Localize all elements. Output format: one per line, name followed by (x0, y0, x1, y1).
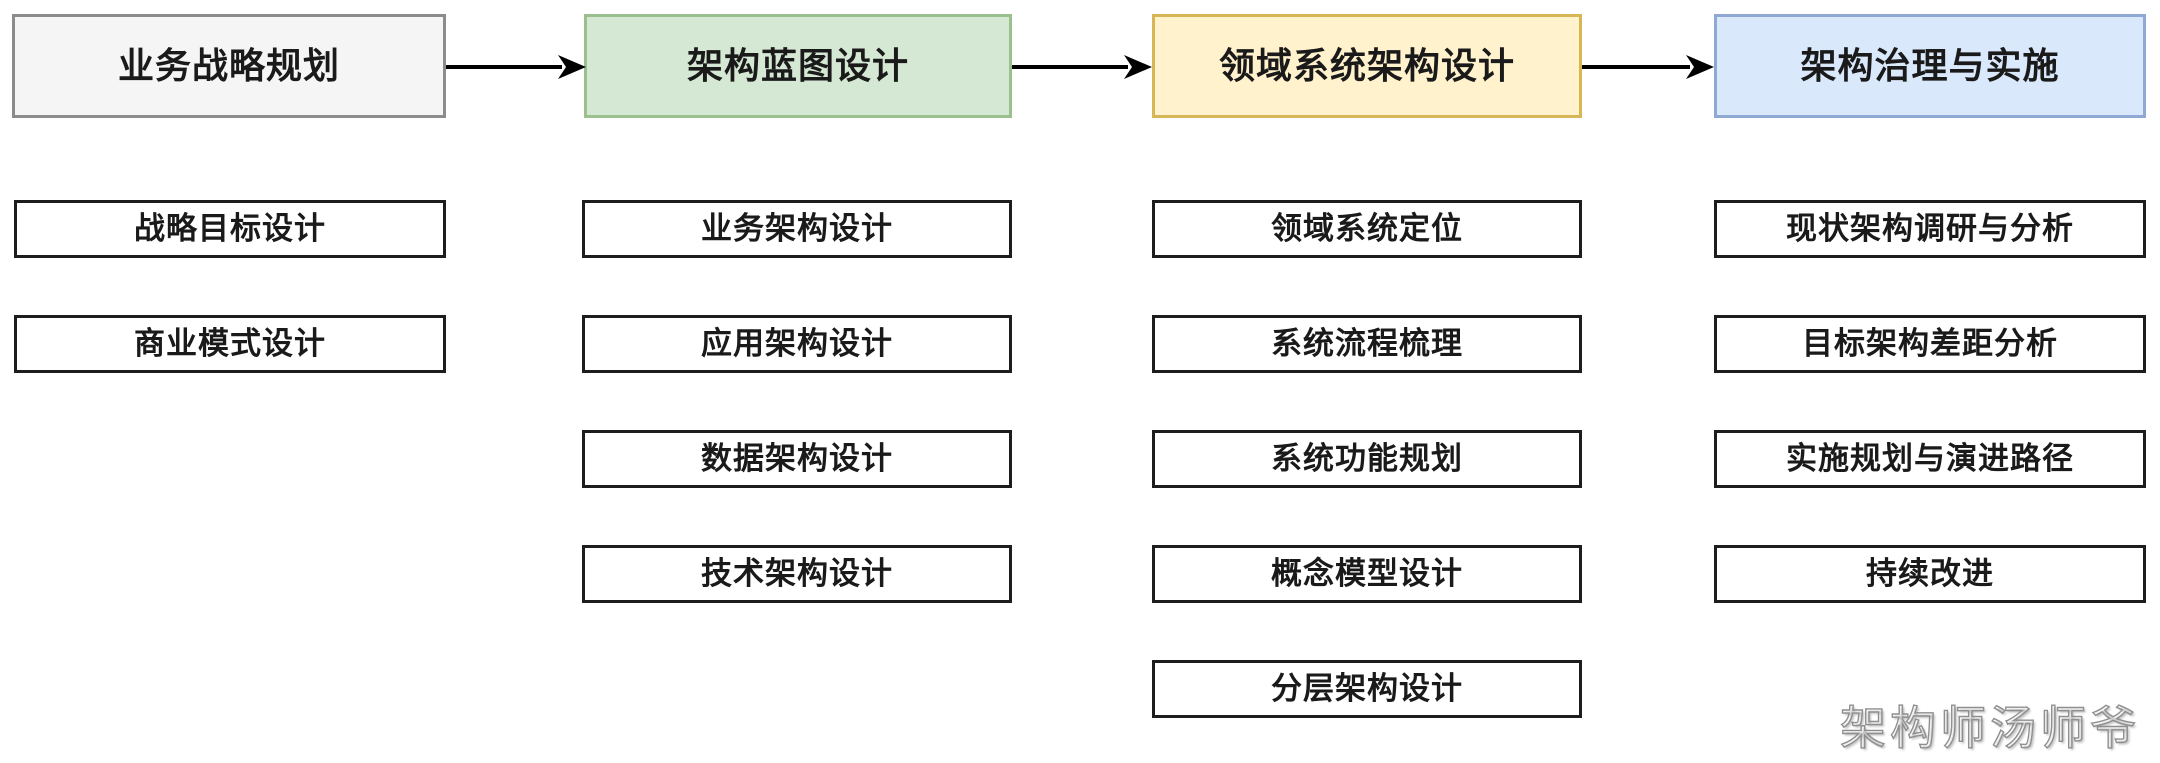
task-label: 概念模型设计 (1271, 556, 1463, 592)
task-box[interactable]: 实施规划与演进路径 (1714, 430, 2146, 488)
connector-arrow-3 (1582, 55, 1714, 79)
phase-header-domain-system-architecture[interactable]: 领域系统架构设计 (1152, 14, 1582, 118)
task-box[interactable]: 战略目标设计 (14, 200, 446, 258)
phase-header-architecture-governance[interactable]: 架构治理与实施 (1714, 14, 2146, 118)
connector-arrow-1 (446, 55, 586, 79)
task-box[interactable]: 持续改进 (1714, 545, 2146, 603)
task-box[interactable]: 数据架构设计 (582, 430, 1012, 488)
task-box[interactable]: 业务架构设计 (582, 200, 1012, 258)
task-label: 持续改进 (1866, 556, 1994, 592)
task-label: 实施规划与演进路径 (1786, 441, 2074, 477)
phase-header-label: 领域系统架构设计 (1218, 45, 1515, 87)
task-box[interactable]: 商业模式设计 (14, 315, 446, 373)
task-label: 现状架构调研与分析 (1786, 211, 2074, 247)
task-label: 系统流程梳理 (1271, 326, 1463, 362)
task-label: 数据架构设计 (701, 441, 893, 477)
task-label: 应用架构设计 (701, 326, 893, 362)
task-box[interactable]: 系统功能规划 (1152, 430, 1582, 488)
task-box[interactable]: 系统流程梳理 (1152, 315, 1582, 373)
phase-header-business-strategy[interactable]: 业务战略规划 (12, 14, 446, 118)
task-box[interactable]: 技术架构设计 (582, 545, 1012, 603)
task-box[interactable]: 应用架构设计 (582, 315, 1012, 373)
task-label: 战略目标设计 (134, 211, 326, 247)
task-label: 目标架构差距分析 (1802, 326, 2058, 362)
task-label: 领域系统定位 (1271, 211, 1463, 247)
phase-header-label: 业务战略规划 (117, 45, 340, 87)
task-label: 商业模式设计 (134, 326, 326, 362)
phase-header-architecture-blueprint[interactable]: 架构蓝图设计 (584, 14, 1012, 118)
task-label: 业务架构设计 (701, 211, 893, 247)
task-label: 系统功能规划 (1271, 441, 1463, 477)
task-label: 分层架构设计 (1271, 671, 1463, 707)
task-box[interactable]: 领域系统定位 (1152, 200, 1582, 258)
watermark-text: 架构师汤师爷 (1839, 700, 2140, 755)
phase-header-label: 架构蓝图设计 (686, 45, 909, 87)
phase-header-label: 架构治理与实施 (1800, 45, 2060, 87)
task-label: 技术架构设计 (701, 556, 893, 592)
task-box[interactable]: 目标架构差距分析 (1714, 315, 2146, 373)
connector-arrow-2 (1012, 55, 1152, 79)
task-box[interactable]: 概念模型设计 (1152, 545, 1582, 603)
task-box[interactable]: 分层架构设计 (1152, 660, 1582, 718)
task-box[interactable]: 现状架构调研与分析 (1714, 200, 2146, 258)
